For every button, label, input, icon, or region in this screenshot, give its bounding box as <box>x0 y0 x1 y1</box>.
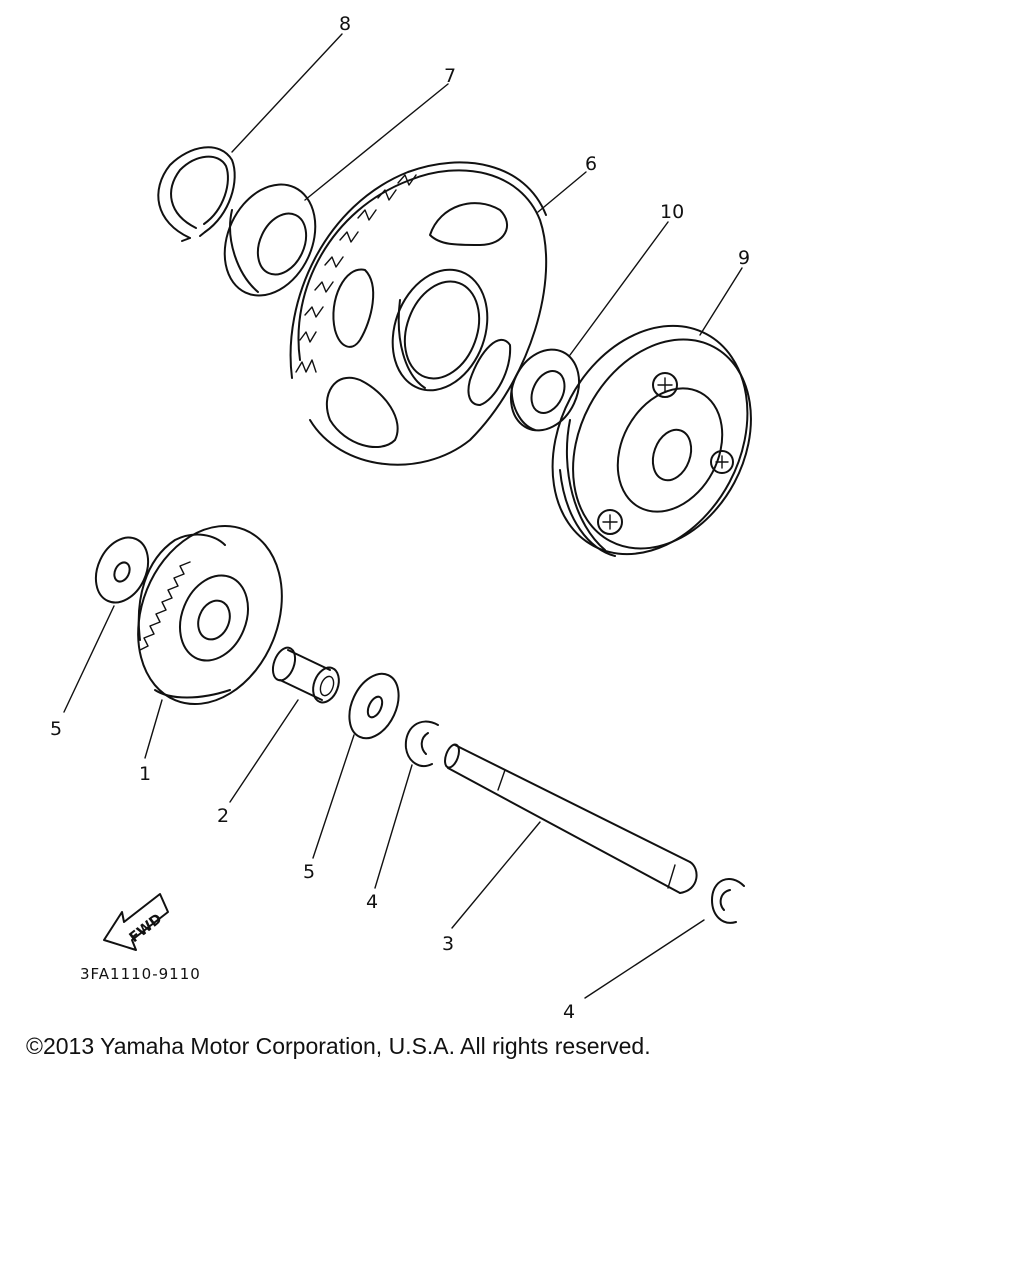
drawing-code: 3FA1110-9110 <box>80 965 201 983</box>
callout-10: 10 <box>660 201 684 223</box>
part-7-bearing <box>223 183 317 297</box>
leader-lines <box>63 33 743 999</box>
part-4-eclip-lower <box>711 878 745 924</box>
callout-3: 3 <box>442 933 454 955</box>
callout-9: 9 <box>738 247 750 269</box>
callout-labels: 8 7 6 10 9 5 1 2 5 4 3 4 <box>50 13 750 1023</box>
copyright-notice: ©2013 Yamaha Motor Corporation, U.S.A. A… <box>26 1033 651 1059</box>
part-10-washer <box>509 348 581 432</box>
part-5-washer-left <box>94 536 150 604</box>
part-2-bushing <box>271 646 340 704</box>
clutch-bolt-right <box>710 450 734 474</box>
callout-6: 6 <box>585 153 597 175</box>
clutch-bolt-bottom <box>597 509 623 535</box>
callout-5-middle: 5 <box>303 861 315 883</box>
callout-4-lower: 4 <box>563 1001 575 1023</box>
part-4-eclip-upper <box>404 720 439 767</box>
part-1-gear <box>137 524 283 706</box>
callout-5-left: 5 <box>50 718 62 740</box>
forward-arrow: FWD <box>103 893 169 951</box>
callout-4-upper: 4 <box>366 891 378 913</box>
clutch-bolt-top <box>652 372 678 398</box>
callout-8: 8 <box>339 13 351 35</box>
callout-1: 1 <box>139 763 151 785</box>
part-6-starter-wheel-gear <box>289 161 548 466</box>
callout-2: 2 <box>217 805 229 827</box>
callout-7: 7 <box>444 65 456 87</box>
part-8-circlip <box>157 146 236 242</box>
part-5-washer-middle <box>348 672 400 740</box>
part-9-starter-clutch <box>551 324 752 557</box>
part-3-shaft <box>444 743 698 894</box>
